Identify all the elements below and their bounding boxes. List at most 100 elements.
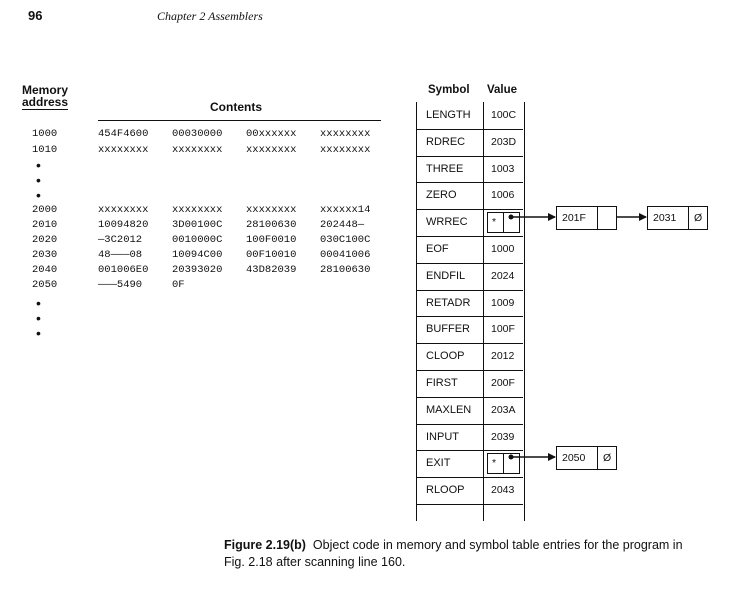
memory-word: 100F0010 xyxy=(246,234,297,246)
memory-word: 001006E0 xyxy=(98,264,149,276)
symbol-name: MAXLEN xyxy=(426,404,472,416)
table-rule xyxy=(416,343,523,344)
ellipsis-dot: • xyxy=(36,172,41,188)
memory-word: 20393020 xyxy=(172,264,223,276)
symbol-column-heading: Symbol xyxy=(428,84,470,96)
memory-word: 48———08 xyxy=(98,249,143,261)
symbol-value: 1006 xyxy=(491,189,515,201)
table-rule xyxy=(416,236,523,237)
page-number: 96 xyxy=(28,8,43,23)
ellipsis-dot: • xyxy=(36,325,41,341)
symbol-name: CLOOP xyxy=(426,350,465,362)
memory-word: 28100630 xyxy=(320,264,371,276)
ellipsis-dot: • xyxy=(36,157,41,173)
contents-heading: Contents xyxy=(210,100,262,114)
symbol-name: ENDFIL xyxy=(426,270,466,282)
node-value: 2050 xyxy=(562,452,586,464)
table-rule xyxy=(416,477,523,478)
symbol-value: 2024 xyxy=(491,270,515,282)
memory-word: 00041006 xyxy=(320,249,371,261)
memory-address: 1010 xyxy=(32,144,58,156)
chapter-title: Chapter 2 Assemblers xyxy=(157,9,263,23)
node-value: 201F xyxy=(562,212,586,224)
memory-word: 43D82039 xyxy=(246,264,297,276)
memory-word: xxxxxxxx xyxy=(172,204,223,216)
table-rule xyxy=(416,424,523,425)
memory-word: —3C2012 xyxy=(98,234,143,246)
memory-word: xxxxxxxx xyxy=(320,128,371,140)
memory-address: 2000 xyxy=(32,204,58,216)
memory-address: 2050 xyxy=(32,279,58,291)
memory-address: 2040 xyxy=(32,264,58,276)
symbol-table-divider xyxy=(483,102,484,521)
list-node: 201F xyxy=(556,206,598,230)
memory-address: 2030 xyxy=(32,249,58,261)
memory-word: xxxxxxxx xyxy=(320,144,371,156)
memory-address: 2010 xyxy=(32,219,58,231)
memory-word: 202448— xyxy=(320,219,365,231)
list-node-pointer xyxy=(597,206,617,230)
symbol-name: LENGTH xyxy=(426,109,471,121)
memory-word: 28100630 xyxy=(246,219,297,231)
caption-text: Object code in memory and symbol table e… xyxy=(224,538,683,569)
symbol-name: BUFFER xyxy=(426,323,470,335)
memory-word: 0F xyxy=(172,279,185,291)
table-rule xyxy=(416,182,523,183)
table-rule xyxy=(416,129,523,130)
table-rule xyxy=(416,290,523,291)
memory-word: xxxxxxxx xyxy=(172,144,223,156)
caption-label: Figure 2.19(b) xyxy=(224,538,306,552)
memory-address: 1000 xyxy=(32,128,58,140)
symbol-value: 203A xyxy=(491,404,516,416)
list-node: 2031 xyxy=(647,206,689,230)
symbol-value: 2043 xyxy=(491,484,515,496)
memory-word: xxxxxx14 xyxy=(320,204,371,216)
table-rule xyxy=(416,209,523,210)
list-node: 2050 xyxy=(556,446,598,470)
symbol-value: 2012 xyxy=(491,350,515,362)
memory-address: 2020 xyxy=(32,234,58,246)
symbol-name: EXIT xyxy=(426,457,451,469)
memory-word: 00030000 xyxy=(172,128,223,140)
memory-address-heading: Memory address xyxy=(22,84,69,110)
pointer-cell-divider xyxy=(503,213,504,232)
symbol-name: ZERO xyxy=(426,189,457,201)
symbol-table xyxy=(416,102,525,521)
pointer-cell-divider xyxy=(503,454,504,473)
table-rule xyxy=(416,397,523,398)
table-rule xyxy=(416,263,523,264)
table-rule xyxy=(416,156,523,157)
node-value: 2031 xyxy=(653,212,677,224)
pointer-star: * xyxy=(492,216,497,228)
pointer-star: * xyxy=(492,457,497,469)
memory-word: 00xxxxxx xyxy=(246,128,297,140)
symbol-value: 1003 xyxy=(491,163,515,175)
table-rule xyxy=(416,316,523,317)
memory-word: 00F10010 xyxy=(246,249,297,261)
symbol-value: 100C xyxy=(491,109,517,121)
ellipsis-dot: • xyxy=(36,295,41,311)
list-node-null: Ø xyxy=(597,446,617,470)
memory-word: xxxxxxxx xyxy=(98,144,149,156)
value-column-heading: Value xyxy=(487,84,518,96)
null-marker: Ø xyxy=(603,452,612,464)
symbol-value: 200F xyxy=(491,377,515,389)
table-rule xyxy=(416,450,523,451)
memory-word: 0010000C xyxy=(172,234,223,246)
list-node-null: Ø xyxy=(688,206,708,230)
memory-word: 030C100C xyxy=(320,234,371,246)
symbol-name: RETADR xyxy=(426,297,471,309)
symbol-name: FIRST xyxy=(426,377,458,389)
symbol-name: THREE xyxy=(426,163,464,175)
symbol-value: 100F xyxy=(491,323,515,335)
memory-word: xxxxxxxx xyxy=(246,204,297,216)
memory-word: ———5490 xyxy=(98,279,143,291)
null-marker: Ø xyxy=(694,212,703,224)
symbol-value: 1000 xyxy=(491,243,515,255)
memory-word: 10094820 xyxy=(98,219,149,231)
symbol-value: 2039 xyxy=(491,431,515,443)
table-rule xyxy=(416,370,523,371)
ellipsis-dot: • xyxy=(36,187,41,203)
memory-word: 3D00100C xyxy=(172,219,223,231)
